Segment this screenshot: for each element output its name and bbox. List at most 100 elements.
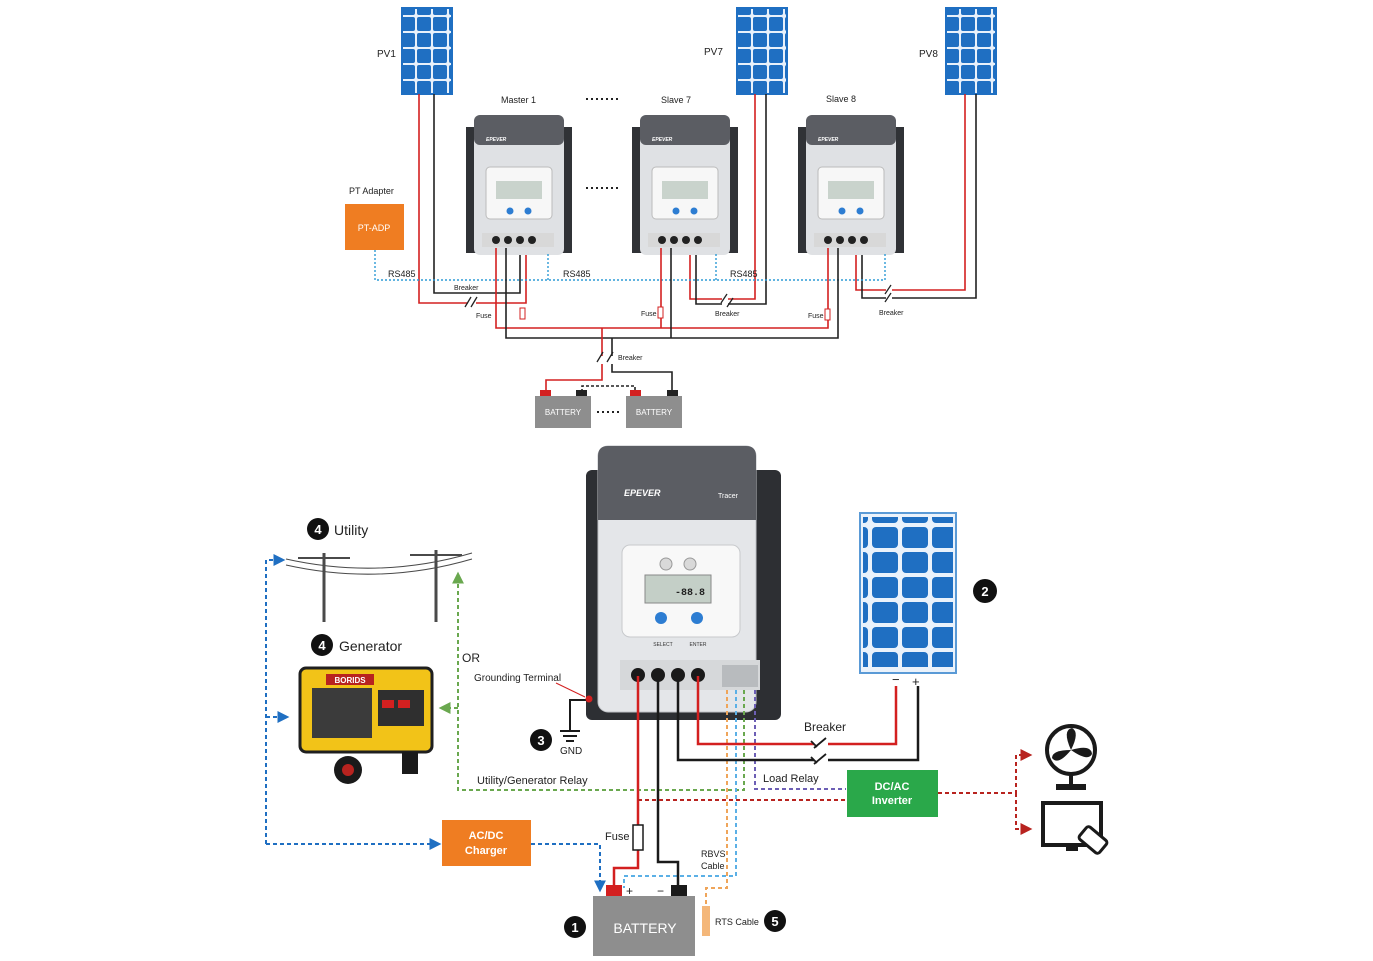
ac-output-wires [938,749,1033,835]
or-label: OR [462,651,480,665]
pv8-label: PV8 [919,49,938,60]
pv8-panel [945,7,997,95]
pt-adapter-box [345,204,404,250]
svg-text:EPEVER: EPEVER [486,137,507,143]
grounding-terminal-dot [585,695,593,703]
pv-breakers [464,284,892,308]
svg-text:2: 2 [981,584,988,599]
breaker-label-bottom: Breaker [804,720,846,734]
controller-slave-8: EPEVER [798,115,904,255]
controller-label-slave-7: Slave 7 [661,95,691,105]
badge-panel: 2 [973,579,997,603]
solar-panel [859,512,957,674]
utility-label: Utility [334,522,368,538]
svg-text:Tracer: Tracer [718,493,739,500]
utility-generator-relay-label: Utility/Generator Relay [477,775,588,787]
battery-bus-wires [495,248,839,392]
badge-generator: 4 [311,634,333,656]
svg-text:4: 4 [318,638,326,653]
pt-adapter-label: PT-ADP [358,223,391,233]
svg-text:ENTER: ENTER [690,642,707,648]
battery-top-2 [626,390,682,428]
inverter-label-2: Inverter [872,795,913,807]
utility-generator-relay-wires [438,571,745,791]
battery-label-top-2: BATTERY [636,408,673,417]
ground-wire [569,699,588,730]
inverter-box [847,770,938,817]
controller-label-master-1: Master 1 [501,95,536,105]
inverter-label-1: DC/AC [875,781,910,793]
rbvs-cable [623,690,737,888]
fuse-label-top-1: Fuse [476,313,492,320]
pv1-panel [401,7,453,95]
fuse-label-top-2: Fuse [641,311,657,318]
breaker-label-top-2: Breaker [715,311,740,318]
svg-text:-88.8: -88.8 [675,588,705,599]
svg-text:5: 5 [771,914,778,929]
svg-text:4: 4 [314,522,322,537]
badge-rts: 5 [764,910,786,932]
badge-battery: 1 [564,916,586,938]
main-controller: EPEVER Tracer -88.8 SELECT ENTER [586,445,781,720]
charger-box [442,820,531,866]
svg-text:3: 3 [537,733,544,748]
fuse-label-top-3: Fuse [808,313,824,320]
fuse-label-bottom: Fuse [605,831,629,843]
pv1-label: PV1 [377,49,396,60]
ac-input-wires [265,554,606,893]
svg-text:EPEVER: EPEVER [652,137,673,143]
svg-text:SELECT: SELECT [653,642,672,648]
tv-icon [1041,801,1109,855]
rts-cable-label: RTS Cable [715,917,759,927]
battery-main-label: BATTERY [613,920,677,936]
battery-plus: + [626,884,633,898]
charger-label-2: Charger [465,845,508,857]
svg-text:1: 1 [571,920,578,935]
fuses-top [519,306,831,321]
controller-label-slave-8: Slave 8 [826,94,856,104]
load-relay-label: Load Relay [763,773,819,785]
rbvs-label-2: Cable [701,861,725,871]
pv7-label: PV7 [704,47,723,58]
svg-text:EPEVER: EPEVER [818,137,839,143]
generator-icon: BORIDS [298,666,434,784]
breaker-label-top-3: Breaker [879,310,904,317]
gnd-label: GND [560,746,582,757]
rs485-label-2: RS485 [563,269,591,279]
rts-sensor [702,906,710,936]
battery-label-top-1: BATTERY [545,408,582,417]
generator-label: Generator [339,638,402,654]
battery-top-1 [535,390,591,428]
panel-minus: − [892,672,900,687]
breaker-label-battery: Breaker [618,355,643,362]
battery-breaker [596,351,614,363]
pv-wires [418,94,977,305]
badge-utility: 4 [307,518,329,540]
ground-symbol-icon [560,730,580,742]
grounding-pointer [555,682,586,698]
load-relay-wire [754,690,846,790]
panel-plus: + [912,674,920,689]
rs485-label-3: RS485 [730,269,758,279]
breaker-label-top-1: Breaker [454,285,479,292]
breaker-bottom-icon [810,737,827,765]
rs485-wires [374,250,886,281]
rts-cable-wire [705,690,728,905]
pt-adapter-title: PT Adapter [349,186,394,196]
battery-main [593,885,695,956]
controller-master-1: EPEVER [466,115,572,255]
rs485-label-1: RS485 [388,269,416,279]
badge-ground: 3 [530,729,552,751]
svg-text:BORIDS: BORIDS [334,676,366,685]
charger-label-1: AC/DC [469,830,504,842]
fan-icon [1045,724,1097,790]
rbvs-label-1: RBVS [701,849,726,859]
fuse-bottom [632,824,644,851]
panel-wires [676,676,920,762]
grounding-terminal-label: Grounding Terminal [474,673,561,684]
battery-minus: − [657,884,664,898]
pv7-panel [736,7,788,95]
utility-pole-icon [285,550,473,622]
controller-slave-7: EPEVER [632,115,738,255]
svg-text:EPEVER: EPEVER [624,488,661,498]
